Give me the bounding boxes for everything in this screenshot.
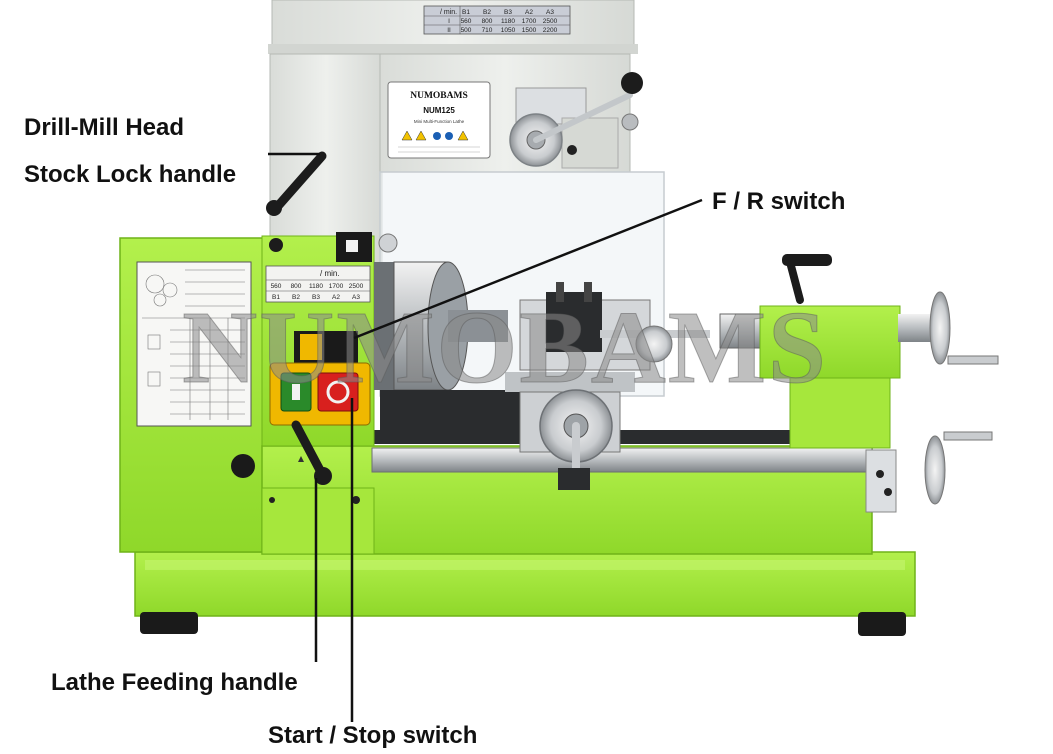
quill-feed-assembly: [509, 72, 643, 169]
speed-table-top-cell: 2500: [543, 18, 558, 25]
speed-table-top-cell: 1180: [501, 18, 515, 25]
nameplate: NUMOBAMS NUM125 Mini Multi-Function Lath…: [387, 81, 491, 159]
label-drill-mill-head: Drill-Mill Head: [24, 114, 185, 141]
speed-table-top-cell: 560: [461, 18, 472, 25]
nameplate-subtitle: Mini Multi-Function Lathe: [414, 119, 465, 124]
leader-lines: [268, 152, 703, 722]
speed-table-top-row-label: II: [447, 27, 451, 34]
speed-table-top-cell: 1700: [522, 18, 537, 25]
label-lathe-feeding-handle: Lathe Feeding handle: [51, 669, 298, 696]
speed-table-top-cell: 710: [482, 27, 493, 34]
carriage-handwheel: [539, 389, 613, 490]
speed-table-side-cell: 560: [271, 283, 282, 290]
speed-table-top-cell: 2200: [543, 27, 558, 34]
speed-table-top-row-label: I: [448, 18, 450, 25]
speed-table-top-cell: 500: [461, 27, 472, 34]
label-stock-lock-handle: Stock Lock handle: [24, 161, 237, 188]
watermark: NUMOBAMS: [182, 290, 828, 405]
leader-fr-switch: [353, 198, 703, 340]
speed-table-side-cell: 1180: [309, 283, 323, 290]
leadscrew-end: [865, 431, 993, 513]
speed-table-top-cell: 1500: [522, 27, 537, 34]
speed-table-side-label: A2: [332, 294, 340, 301]
stock-lock-handle: [266, 151, 327, 252]
tailstock: [719, 254, 999, 449]
speed-table-side-cell: 1700: [329, 283, 344, 290]
speed-table-top-cell: 1050: [501, 27, 516, 34]
speed-table-side-label: B2: [292, 294, 300, 301]
gear-chart-plate: [142, 269, 245, 420]
speed-table-top-header: B3: [504, 9, 512, 16]
speed-table-side-cell: 2500: [349, 283, 364, 290]
speed-table-side-unit: / min.: [320, 269, 340, 278]
speed-table-top-header: B1: [462, 9, 470, 16]
label-start-stop-switch: Start / Stop switch: [268, 722, 478, 749]
nameplate-brand: NUMOBAMS: [410, 91, 468, 101]
speed-table-top-header: B2: [483, 9, 491, 16]
speed-table-top-header: A2: [525, 9, 533, 16]
chuck: [374, 261, 540, 430]
lathe-bed: [261, 430, 873, 555]
speed-table-top-unit: / min.: [440, 9, 457, 16]
label-fr-switch: F / R switch: [712, 188, 846, 215]
left-pedestal: [119, 237, 269, 553]
nameplate-model: NUM125: [423, 106, 455, 115]
start-stop-switch: [269, 362, 371, 426]
lathe-feeding-handle: [291, 420, 360, 504]
base-tray: [134, 551, 916, 636]
speed-table-side-cell: 800: [291, 283, 302, 290]
speed-table-side-label: B1: [272, 294, 280, 301]
fr-switch: [294, 232, 398, 363]
speed-table-top-cell: 800: [482, 18, 493, 25]
speed-table-top-header: A3: [546, 9, 554, 16]
speed-table-side-label: B3: [312, 294, 320, 301]
speed-table-side-label: A3: [352, 294, 360, 301]
